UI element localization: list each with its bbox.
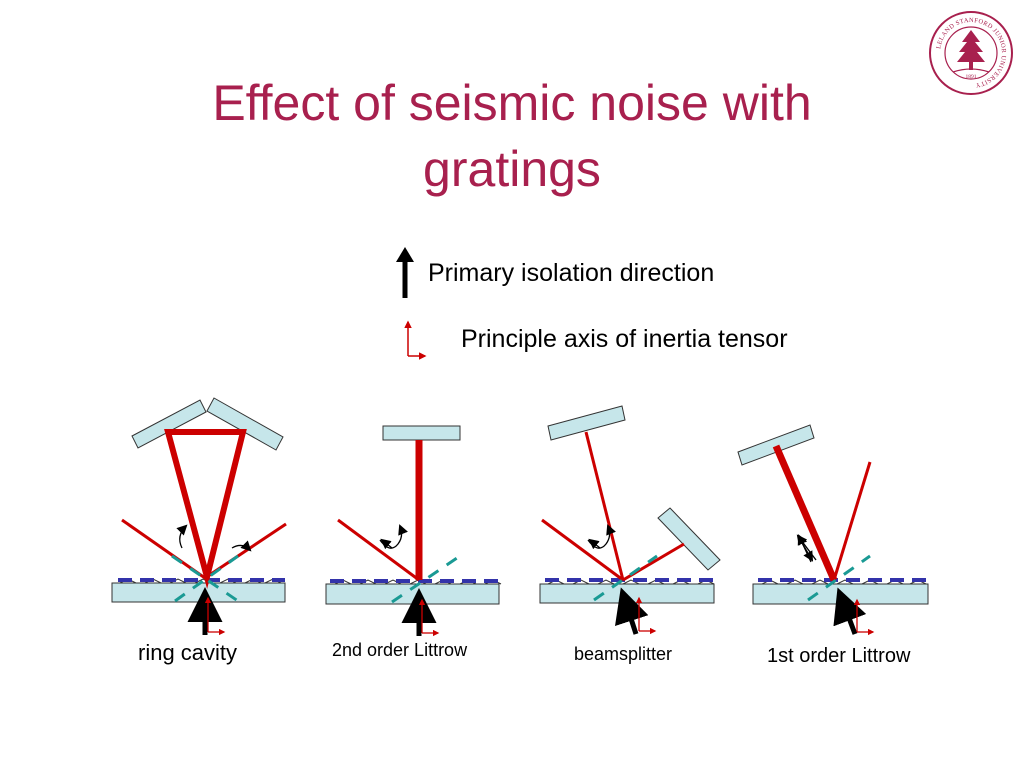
bs-mirror-right [657,507,721,571]
seal-year: 1891 [966,74,977,80]
ring-mirror-right [206,397,284,451]
legend-principle-label: Principle axis of inertia tensor [461,325,788,353]
caption-2nd-order-littrow: 2nd order Littrow [332,640,468,660]
page-title: Effect of seismic noise with gratings [112,70,912,202]
title-line-2: gratings [423,141,601,197]
inertia-axis-icon [404,320,427,360]
seal-logo-icon: LELAND STANFORD JUNIOR UNIVERSITY 1891 [929,11,1013,95]
caption-ring-cavity: ring cavity [138,640,238,665]
littrow-1st-setup [737,424,929,636]
littrow2-mirror [382,425,461,441]
littrow-2nd-setup [325,425,502,637]
littrow1-primary-arrow [833,587,867,635]
bs-mirror-top [547,405,626,441]
littrow1-mirror [737,424,815,466]
title-line-1: Effect of seismic noise with [212,75,812,131]
primary-arrow-icon [396,247,414,298]
legend-primary-label: Primary isolation direction [428,259,715,287]
bs-primary-arrow [615,587,649,635]
caption-1st-order-littrow: 1st order Littrow [767,645,911,667]
caption-beamsplitter: beamsplitter [574,644,673,664]
beamsplitter-setup [539,405,721,635]
ring-mirror-left [131,399,207,449]
ring-cavity-setup [111,397,287,636]
